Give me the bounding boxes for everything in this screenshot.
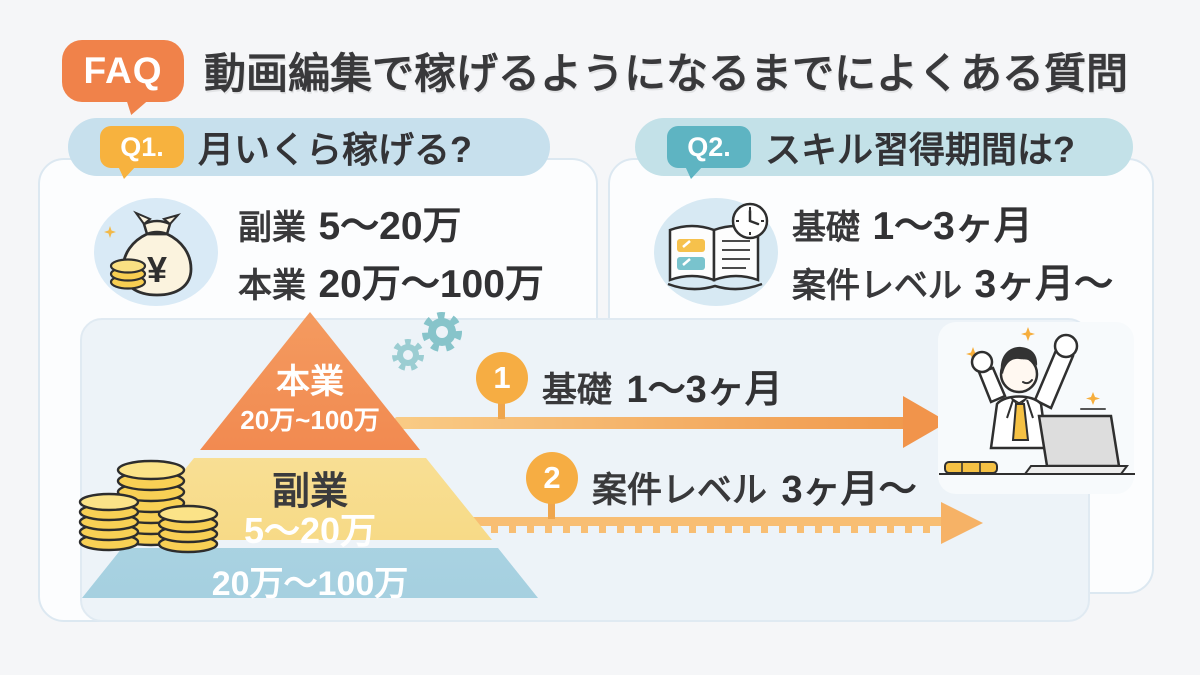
step-1-stem [498, 400, 505, 419]
tier1-name: 本業 [276, 363, 344, 401]
step-2-number-badge: 2 [526, 452, 578, 504]
tier2-range: 5〜20万 [243, 510, 377, 551]
q1-header-pill: Q1. 月いくら稼げる? [68, 118, 550, 179]
step-1-label: 基礎 1〜3ヶ月 [542, 369, 783, 411]
coin-stack-icon [78, 459, 219, 554]
faq-badge: FAQ [62, 40, 184, 102]
gears-icon [392, 312, 462, 371]
q1-answer: 副業 5〜20万 本業 20万〜100万 [238, 202, 544, 318]
q2-question: スキル習得期間は? [765, 129, 1075, 170]
q2-row-project-level: 案件レベル 3ヶ月〜 [792, 263, 1114, 306]
q2-answer: 基礎 1〜3ヶ月 案件レベル 3ヶ月〜 [792, 202, 1113, 318]
q1-row-side-job: 副業 5〜20万 [238, 205, 462, 248]
step-2-stem [548, 500, 555, 519]
q2-badge: Q2. [667, 126, 751, 179]
svg-text:¥: ¥ [147, 249, 167, 290]
step-1-number-badge: 1 [476, 352, 528, 404]
tier2-name: 副業 [271, 471, 348, 513]
page-title: 動画編集で稼げるようになるまでによくある質問 [204, 50, 1129, 97]
step-2-label: 案件レベル 3ヶ月〜 [592, 469, 917, 511]
timeline-arrow-1-line [395, 417, 905, 429]
tier1-range: 20万~100万 [240, 405, 380, 435]
celebrating-person-icon [939, 327, 1135, 475]
q1-badge: Q1. [100, 126, 184, 179]
timeline-arrow-2-line [455, 517, 943, 526]
timeline-arrow-2-dashes [455, 526, 943, 533]
q1-question: 月いくら稼げる? [198, 129, 472, 170]
pyramid-tier-base [82, 548, 538, 598]
timeline-arrow-2-head [941, 502, 983, 544]
q2-row-basics: 基礎 1〜3ヶ月 [792, 205, 1033, 248]
q1-row-main-job: 本業 20万〜100万 [238, 263, 544, 306]
book-clock-icon [654, 198, 778, 306]
money-bag-icon: ¥ [94, 198, 218, 306]
q2-header-pill: Q2. スキル習得期間は? [635, 118, 1133, 179]
tier3-range: 20万〜100万 [211, 565, 409, 603]
